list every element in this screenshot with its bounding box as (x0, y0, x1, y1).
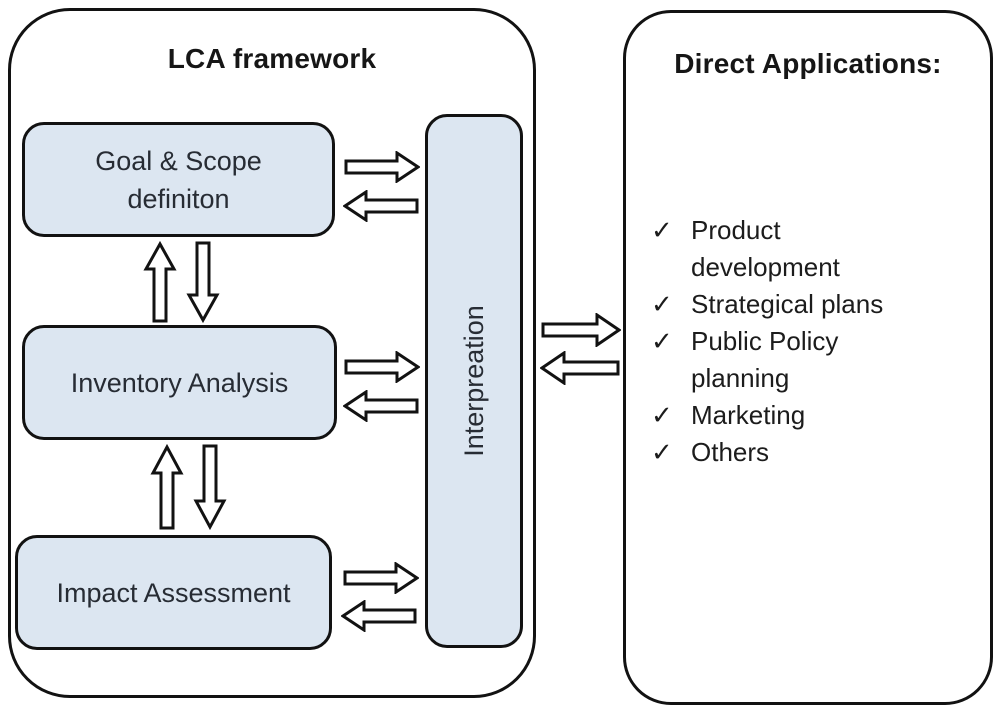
applications-checklist: ✓ Product development ✓ Strategical plan… (651, 212, 951, 471)
direct-applications-panel: Direct Applications: (623, 10, 993, 705)
right-block-arrow-icon (343, 562, 419, 594)
check-icon: ✓ (651, 400, 673, 430)
check-icon: ✓ (651, 215, 673, 245)
right-block-arrow-icon (344, 151, 420, 183)
interpretation-label: Interpreation (459, 305, 489, 457)
list-item: ✓ Product development (651, 212, 951, 286)
check-icon: ✓ (651, 437, 673, 467)
list-item-label: Product development (691, 215, 840, 282)
inventory-analysis-label: Inventory Analysis (70, 367, 289, 398)
direct-applications-title: Direct Applications: (674, 48, 942, 79)
list-item-label: Strategical plans (691, 289, 884, 319)
left-block-arrow-icon (540, 351, 620, 385)
list-item: ✓ Others (651, 434, 951, 471)
right-block-arrow-icon (541, 313, 621, 347)
list-item-label: Marketing (691, 400, 806, 430)
interpretation-node: Interpreation (425, 114, 523, 648)
list-item: ✓ Marketing (651, 397, 951, 434)
up-block-arrow-icon (143, 240, 177, 324)
down-block-arrow-icon (193, 443, 227, 531)
goal-scope-node: Goal & Scope definiton (22, 122, 335, 237)
left-block-arrow-icon (341, 600, 417, 632)
impact-assessment-label: Impact Assessment (56, 577, 291, 608)
check-icon: ✓ (651, 326, 673, 356)
left-block-arrow-icon (343, 190, 419, 222)
list-item: ✓ Public Policy planning (651, 323, 951, 397)
impact-assessment-node: Impact Assessment (15, 535, 332, 650)
left-block-arrow-icon (343, 390, 419, 422)
inventory-analysis-node: Inventory Analysis (22, 325, 337, 440)
list-item-label: Public Policy planning (691, 326, 839, 393)
check-icon: ✓ (651, 289, 673, 319)
lca-framework-title: LCA framework (167, 43, 377, 74)
right-block-arrow-icon (344, 351, 420, 383)
list-item: ✓ Strategical plans (651, 286, 951, 323)
list-item-label: Others (691, 437, 770, 467)
goal-scope-label: Goal & Scope definiton (95, 145, 262, 214)
down-block-arrow-icon (186, 240, 220, 324)
up-block-arrow-icon (150, 443, 184, 531)
